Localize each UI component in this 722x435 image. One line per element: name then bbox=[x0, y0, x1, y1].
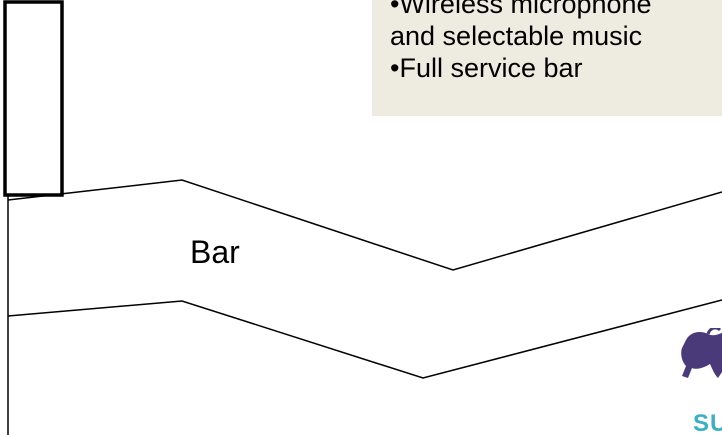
logo-text: SUN bbox=[693, 410, 722, 435]
bar-lower-edge bbox=[7, 299, 722, 379]
horse-icon bbox=[681, 328, 722, 378]
info-line-microphone: •Wireless microphone bbox=[390, 0, 652, 19]
info-line-music: and selectable music bbox=[390, 21, 643, 51]
bar-upper-edge bbox=[7, 179, 722, 271]
entrance-rectangle bbox=[3, 0, 64, 197]
bar-label: Bar bbox=[190, 234, 240, 270]
info-callout: •Wireless microphone and selectable musi… bbox=[372, 0, 722, 116]
info-line-bar: •Full service bar bbox=[390, 53, 583, 83]
